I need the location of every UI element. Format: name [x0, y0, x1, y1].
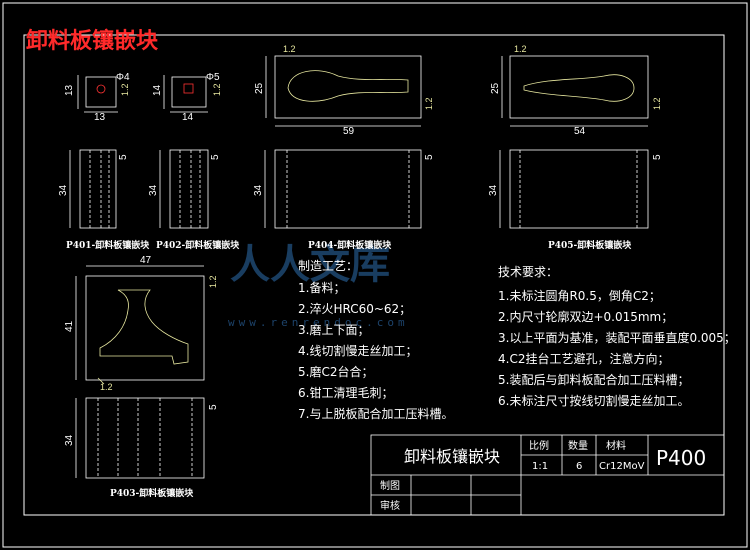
p403-top-view	[85, 275, 205, 381]
p402-width-dim: 14	[182, 112, 194, 123]
titleblock-check-label: 审核	[380, 499, 400, 512]
titleblock-scale: 1:1	[532, 461, 548, 472]
p401-top-view	[85, 76, 117, 108]
part-p403	[75, 265, 205, 479]
p402-hole	[183, 83, 194, 94]
p403-width-dim: 47	[140, 255, 152, 266]
p405-rough-side: 1.2	[652, 97, 662, 110]
p403-caption: P403-卸料板镶嵌块	[110, 487, 194, 499]
p401-side-view	[79, 149, 117, 229]
process-item: 5.磨C2台合；	[298, 364, 373, 379]
p402-height-dim: 14	[152, 84, 163, 96]
requirement-item: 4.C2挂台工艺避孔，注意方向；	[498, 351, 669, 366]
p405-len-dim: 34	[488, 184, 499, 196]
drawing-title: 卸料板镶嵌块	[26, 28, 159, 54]
p404-width-dim: 59	[343, 126, 355, 137]
p404-rough-top: 1.2	[283, 44, 296, 54]
p401-width-dim: 13	[94, 112, 106, 123]
title-block	[370, 434, 725, 516]
titleblock-material: Cr12MoV	[599, 461, 645, 472]
p405-top-view	[509, 55, 649, 119]
p404-caption: P404-卸料板镶嵌块	[308, 239, 392, 251]
requirement-item: 1.未标注圆角R0.5，倒角C2；	[498, 288, 661, 303]
tech-requirements: 技术要求： 1.未标注圆角R0.5，倒角C2； 2.内尺寸轮廓双边+0.015m…	[498, 265, 736, 408]
p402-side-view	[169, 149, 209, 229]
process-heading: 制造工艺：	[298, 259, 358, 273]
p405-rough-top: 1.2	[514, 44, 527, 54]
titleblock-name: 卸料板镶嵌块	[404, 447, 500, 466]
p405-side-view	[509, 149, 649, 229]
p402-caption: P402-卸料板镶嵌块	[156, 239, 240, 251]
p405-deep-dim: 5	[652, 154, 663, 160]
titleblock-scale-header: 比例	[529, 439, 549, 452]
titleblock-qty: 6	[576, 461, 582, 472]
p402-hole-dim: Φ5	[206, 72, 220, 83]
p405-cavity	[523, 74, 635, 102]
watermark-text: 人人文库	[230, 242, 390, 288]
requirement-item: 2.内尺寸轮廓双边+0.015mm；	[498, 309, 673, 324]
p405-width-dim: 54	[574, 126, 586, 137]
requirement-item: 6.未标注尺寸按线切割慢走丝加工。	[498, 393, 689, 408]
p401-deep-dim: 5	[118, 154, 129, 160]
process-item: 7.与上脱板配合加工压料槽。	[298, 406, 453, 421]
process-notes: 制造工艺： 1.备料； 2.淬火HRC60~62； 3.磨上下面； 4.线切割慢…	[298, 259, 453, 421]
process-item: 1.备料；	[298, 281, 345, 295]
p401-hole	[96, 84, 106, 94]
p402-top-view	[171, 76, 207, 108]
requirement-item: 5.装配后与卸料板配合加工压料槽；	[498, 372, 689, 387]
titleblock-qty-header: 数量	[568, 439, 588, 452]
titleblock-material-header: 材料	[606, 439, 626, 452]
p404-rough-side: 1.2	[424, 97, 434, 110]
p402-deep-dim: 5	[210, 154, 221, 160]
part-p405	[499, 55, 649, 229]
p404-len-dim: 34	[253, 184, 264, 196]
p403-rough-top: 1.2	[208, 275, 218, 288]
p404-height-dim: 25	[254, 82, 265, 94]
p404-side-view	[274, 149, 422, 229]
p401-hole-dim: Φ4	[116, 72, 130, 83]
p401-caption: P401-卸料板镶嵌块	[66, 239, 150, 251]
p401-height-dim: 13	[64, 84, 75, 96]
process-item: 3.磨上下面；	[298, 323, 369, 337]
p401-len-dim: 34	[58, 184, 69, 196]
p403-height-dim: 41	[64, 320, 75, 332]
p403-deep-dim: 5	[208, 404, 219, 410]
requirements-heading: 技术要求：	[498, 265, 558, 279]
part-p402	[159, 75, 209, 229]
process-item: 4.线切割慢走丝加工；	[298, 343, 417, 358]
titleblock-code: P400	[656, 446, 706, 470]
process-item: 6.钳工清理毛刺；	[298, 386, 393, 400]
watermark: 人人文库 www.renrendoc.com	[228, 242, 409, 329]
titleblock-draw-label: 制图	[380, 479, 400, 492]
p404-top-view	[274, 55, 422, 119]
p404-cavity	[287, 70, 409, 102]
requirement-item: 3.以上平面为基准，装配平面垂直度0.005；	[498, 330, 736, 345]
watermark-url: www.renrendoc.com	[228, 316, 409, 329]
process-item: 2.淬火HRC60~62；	[298, 301, 411, 316]
p404-deep-dim: 5	[424, 154, 435, 160]
p403-rough-corner: 1.2	[100, 382, 113, 392]
p401-rough: 1.2	[120, 83, 130, 96]
p402-len-dim: 34	[148, 184, 159, 196]
part-p401	[69, 75, 118, 229]
part-p404	[264, 55, 422, 229]
p405-height-dim: 25	[490, 82, 501, 94]
p403-cavity	[99, 289, 189, 365]
p402-rough: 1.2	[212, 83, 222, 96]
p403-side-view	[85, 397, 205, 479]
p403-len-dim: 34	[64, 434, 75, 446]
p405-caption: P405-卸料板镶嵌块	[548, 239, 632, 251]
